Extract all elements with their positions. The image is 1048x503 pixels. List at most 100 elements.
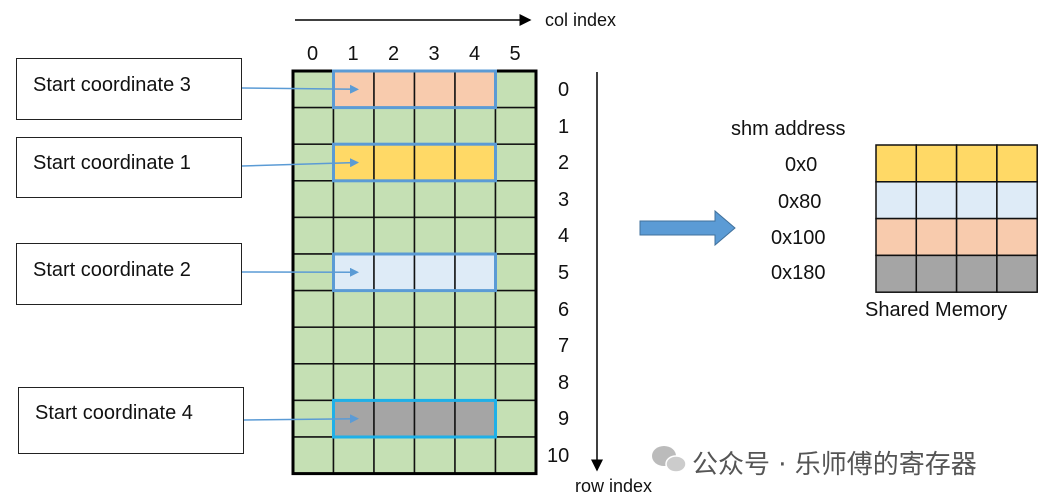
row-index-number: 0	[558, 79, 570, 101]
grid-cell	[494, 216, 537, 255]
start-coordinate-4-label: Start coordinate 4	[35, 402, 193, 424]
grid-cell	[413, 106, 456, 145]
grid-cell	[292, 363, 335, 402]
grid-cell	[454, 216, 497, 255]
grid-cell	[292, 326, 335, 365]
grid-cell	[292, 289, 335, 328]
col-index-number: 3	[428, 43, 440, 65]
col-index-number: 5	[509, 43, 521, 65]
col-index-number: 2	[388, 43, 400, 65]
grid-cell	[373, 180, 416, 219]
grid-cell	[494, 253, 537, 292]
shm-cell	[915, 217, 958, 257]
shm-cell	[996, 254, 1038, 293]
start-coordinate-1-box: Start coordinate 1	[16, 137, 242, 198]
start-coordinate-3-box: Start coordinate 3	[16, 58, 242, 120]
grid-cell	[454, 289, 497, 328]
row-index-label: row index	[575, 476, 653, 496]
row-index-number: 5	[558, 262, 570, 284]
grid-cell	[373, 326, 416, 365]
grid-cell	[292, 106, 335, 145]
shm-cell	[915, 254, 958, 293]
shm-cell	[955, 181, 998, 220]
grid-cell	[494, 289, 537, 328]
row-index-number: 7	[558, 335, 570, 358]
grid-cell	[494, 326, 537, 365]
row-index-number: 1	[558, 115, 570, 138]
shm-cell	[996, 144, 1038, 183]
col-index-number: 4	[469, 43, 481, 65]
grid-cell	[373, 436, 416, 475]
grid-cell	[332, 289, 375, 328]
start-coordinate-2-box: Start coordinate 2	[16, 243, 242, 305]
grid-cell	[332, 326, 375, 365]
grid-cell	[292, 143, 335, 182]
grid-cell	[413, 289, 456, 328]
shm-cell	[875, 254, 918, 293]
transfer-arrow	[639, 209, 736, 247]
grid-cell	[332, 436, 375, 475]
grid-cell	[413, 180, 456, 219]
shm-cell	[915, 181, 958, 220]
shm-cell	[955, 144, 998, 183]
start-arrow	[241, 158, 359, 168]
grid-cell	[413, 326, 456, 365]
grid-cell	[413, 216, 456, 255]
grid-cell	[373, 253, 416, 292]
grid-cell	[413, 436, 456, 475]
shm-address-2: 0x100	[771, 227, 826, 249]
col-index-number: 0	[307, 43, 319, 65]
grid-cell	[413, 253, 456, 292]
grid-cell	[332, 363, 375, 402]
row-index-number: 10	[547, 445, 570, 467]
grid-cell	[454, 180, 497, 219]
shm-cell	[996, 181, 1038, 220]
row-index-number: 8	[558, 371, 570, 394]
start-arrow	[243, 414, 359, 424]
grid-cell	[454, 106, 497, 145]
shm-address-title: shm address	[731, 118, 846, 140]
grid-cell	[373, 399, 416, 438]
grid-cell	[332, 106, 375, 145]
grid-cell	[332, 180, 375, 219]
shm-cell	[875, 181, 918, 220]
shm-cell	[915, 144, 958, 183]
watermark: 公众号 · 乐师傅的寄存器	[692, 450, 977, 480]
grid-cell	[454, 436, 497, 475]
wechat-icon	[665, 455, 687, 473]
start-coordinate-2-label: Start coordinate 2	[33, 259, 191, 281]
row-index-number: 9	[558, 408, 570, 431]
grid-cell	[454, 143, 497, 182]
shm-address-1: 0x80	[778, 191, 822, 213]
grid-cell	[373, 363, 416, 402]
shm-address-0: 0x0	[785, 154, 818, 176]
grid-cell	[373, 289, 416, 328]
grid-cell	[494, 143, 537, 182]
start-arrow	[241, 84, 359, 94]
grid-cell	[373, 106, 416, 145]
row-index-number: 3	[558, 188, 570, 211]
grid-cell	[413, 363, 456, 402]
grid-cell	[332, 216, 375, 255]
grid-cell	[494, 106, 537, 145]
start-coordinate-1-label: Start coordinate 1	[33, 152, 191, 174]
start-coordinate-3-label: Start coordinate 3	[33, 74, 191, 96]
grid-cell	[292, 436, 335, 475]
row-index-number: 6	[558, 298, 570, 321]
grid-cell	[413, 399, 456, 438]
grid-cell	[494, 399, 537, 438]
grid-cell	[413, 143, 456, 182]
grid-cell	[454, 363, 497, 402]
shared-memory-caption: Shared Memory	[865, 299, 1008, 321]
row-index-number: 4	[558, 225, 570, 248]
grid-cell	[413, 70, 456, 109]
grid-cell	[373, 216, 416, 255]
shm-cell	[955, 217, 998, 257]
col-index-label: col index	[545, 10, 617, 30]
grid-cell	[292, 180, 335, 219]
shm-cell	[996, 217, 1038, 257]
row-index-number: 2	[558, 152, 570, 175]
grid-cell	[373, 70, 416, 109]
